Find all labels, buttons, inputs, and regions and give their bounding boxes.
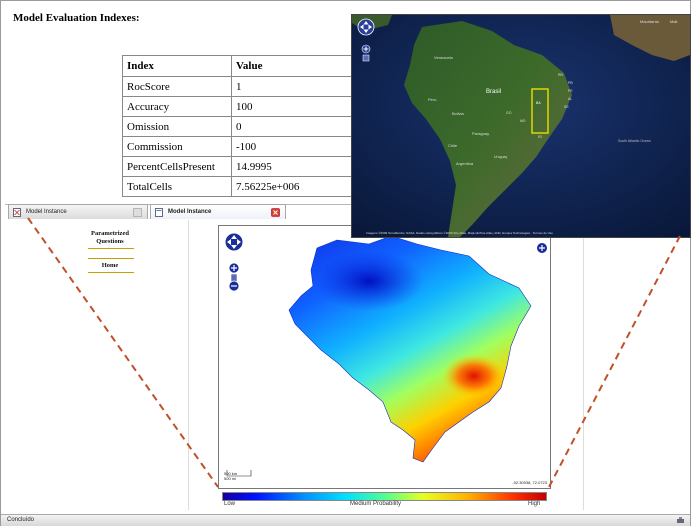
selection-rectangle xyxy=(531,88,549,134)
network-icon xyxy=(677,517,684,523)
label-se: SE xyxy=(564,105,569,109)
table-row: Commission -100 xyxy=(122,136,361,157)
table-cell-index: Commission xyxy=(122,136,232,157)
label-pb: PB xyxy=(568,81,573,85)
parametrized-questions-link[interactable]: Parametrized Questions xyxy=(80,230,140,246)
table-row: Omission 0 xyxy=(122,116,361,137)
tab-model-instance-1[interactable]: Model Instance xyxy=(8,204,148,219)
legend-mid: Medium Probability xyxy=(350,501,402,507)
legend-high: High xyxy=(528,501,541,507)
zoom-slider xyxy=(362,54,370,62)
table-cell-value: 14.9995 xyxy=(231,156,361,177)
label-go: GO xyxy=(506,111,512,115)
table-cell-value: -100 xyxy=(231,136,361,157)
scale-label: 500 km 500 mi xyxy=(224,471,237,481)
table-cell-index: PercentCellsPresent xyxy=(122,156,232,177)
layer-switcher-icon xyxy=(537,243,547,253)
label-argentina: Argentina xyxy=(456,161,474,166)
table-cell-value: 0 xyxy=(231,116,361,137)
label-bolivia: Bolivia xyxy=(452,111,464,116)
nav-divider xyxy=(88,248,134,249)
table-row: TotalCells 7.56225e+006 xyxy=(122,176,361,197)
distribution-map[interactable]: 500 km 500 mi -92.30938, 72.0723 xyxy=(218,225,551,489)
africa-shape xyxy=(610,15,690,61)
right-column xyxy=(583,220,689,510)
label-mauritania: Mauritania xyxy=(640,19,659,24)
browser-tab-bar: Model Instance Model Instance xyxy=(8,204,288,219)
table-cell-index: Accuracy xyxy=(122,96,232,117)
link-text-line2: Questions xyxy=(96,238,124,245)
satellite-imagery xyxy=(352,15,690,237)
table-cell-value: 7.56225e+006 xyxy=(231,176,361,197)
home-link[interactable]: Home xyxy=(101,262,119,269)
link-text-line1: Parametrized xyxy=(91,230,129,237)
table-cell-value: 1 xyxy=(231,76,361,97)
mouse-coordinates: -92.30938, 72.0723 xyxy=(512,480,547,485)
label-rn: RN xyxy=(558,73,564,77)
table-row: RocScore 1 xyxy=(122,76,361,97)
label-venezuela: Venezuela xyxy=(434,55,453,60)
table-header-row: Index Value xyxy=(122,55,361,77)
label-paraguay: Paraguay xyxy=(472,131,490,136)
table-row: Accuracy 100 xyxy=(122,96,361,117)
left-navigation: Parametrized Questions Home xyxy=(18,220,189,510)
legend-low: Low xyxy=(224,501,236,507)
zoom-in-icon xyxy=(228,262,240,274)
label-mali: Mali xyxy=(670,19,678,24)
nav-divider xyxy=(88,258,134,259)
scale-bar xyxy=(226,470,252,477)
label-peru: Peru xyxy=(428,97,437,102)
zoom-in-icon xyxy=(361,44,371,54)
table-cell-index: TotalCells xyxy=(122,176,232,197)
status-bar: Concluído xyxy=(1,514,690,526)
table-cell-index: RocScore xyxy=(122,76,232,97)
evaluation-table: Index Value RocScore 1 Accuracy 100 Omis… xyxy=(122,55,361,197)
label-chile: Chile xyxy=(448,143,458,148)
tab-label: Model Instance xyxy=(26,209,67,215)
low-probability-area xyxy=(314,251,424,311)
nav-divider xyxy=(88,272,134,273)
column-header-index: Index xyxy=(122,55,232,77)
table-cell-index: Omission xyxy=(122,116,232,137)
page-icon xyxy=(13,208,21,217)
satellite-attribution: Imagens ©2009 TerraMetrics, NASA, Dados … xyxy=(366,231,553,235)
label-rj: RJ xyxy=(538,135,543,139)
label-al: AL xyxy=(568,97,573,101)
tab-label: Model Instance xyxy=(168,209,212,215)
page-icon xyxy=(155,208,163,217)
tab-close-icon[interactable] xyxy=(133,208,142,217)
brazil-probability-map xyxy=(224,232,547,477)
pan-control xyxy=(224,232,244,252)
scale-mi: 500 mi xyxy=(224,476,237,481)
tab-close-icon[interactable] xyxy=(271,208,280,217)
label-uruguay: Uruguay xyxy=(494,155,508,159)
tab-model-instance-2[interactable]: Model Instance xyxy=(150,204,286,219)
table-cell-value: 100 xyxy=(231,96,361,117)
zoom-out-icon xyxy=(228,280,240,292)
table-row: PercentCellsPresent 14.9995 xyxy=(122,156,361,177)
label-ba: BA xyxy=(536,101,541,105)
probability-legend-bar xyxy=(222,492,547,501)
label-pe: PE xyxy=(568,89,573,93)
pan-control xyxy=(357,18,375,36)
evaluation-title: Model Evaluation Indexes: xyxy=(13,12,140,24)
south-america-shape xyxy=(404,21,572,237)
status-text: Concluído xyxy=(7,517,35,523)
scale-km: 500 km xyxy=(224,471,238,476)
label-south-atlantic: South Atlantic Ocean xyxy=(618,139,651,143)
column-header-value: Value xyxy=(231,55,361,77)
high-probability-area xyxy=(442,354,506,398)
label-mg: MG xyxy=(520,119,526,123)
label-brasil: Brasil xyxy=(486,89,502,95)
satellite-map[interactable]: Venezuela Brasil Peru Bolivia Paraguay C… xyxy=(351,14,691,238)
